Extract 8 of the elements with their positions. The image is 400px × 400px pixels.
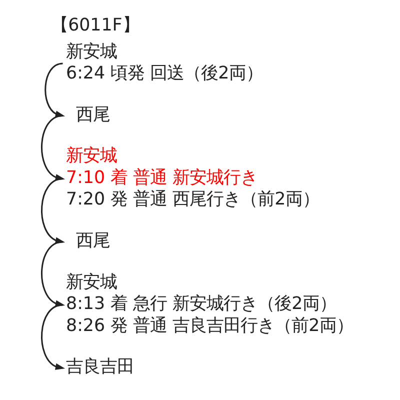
node-text: 新安城 6:24 頃発 回送（後2両） <box>66 42 263 84</box>
node-text: 新安城 8:13 着 急行 新安城行き（後2両） 8:26 発 普通 吉良吉田行き（前2両） <box>66 272 354 336</box>
node-text: 西尾 <box>75 231 110 251</box>
node-text: 西尾 <box>75 104 110 125</box>
node-text: 吉良吉田 <box>66 357 134 378</box>
arrow <box>40 304 65 370</box>
node-text: 新安城 7:10 着 普通 新安城行き 7:20 発 普通 西尾行き（前2両） <box>66 146 320 210</box>
diagram-title: 【6011F】 <box>50 16 139 36</box>
